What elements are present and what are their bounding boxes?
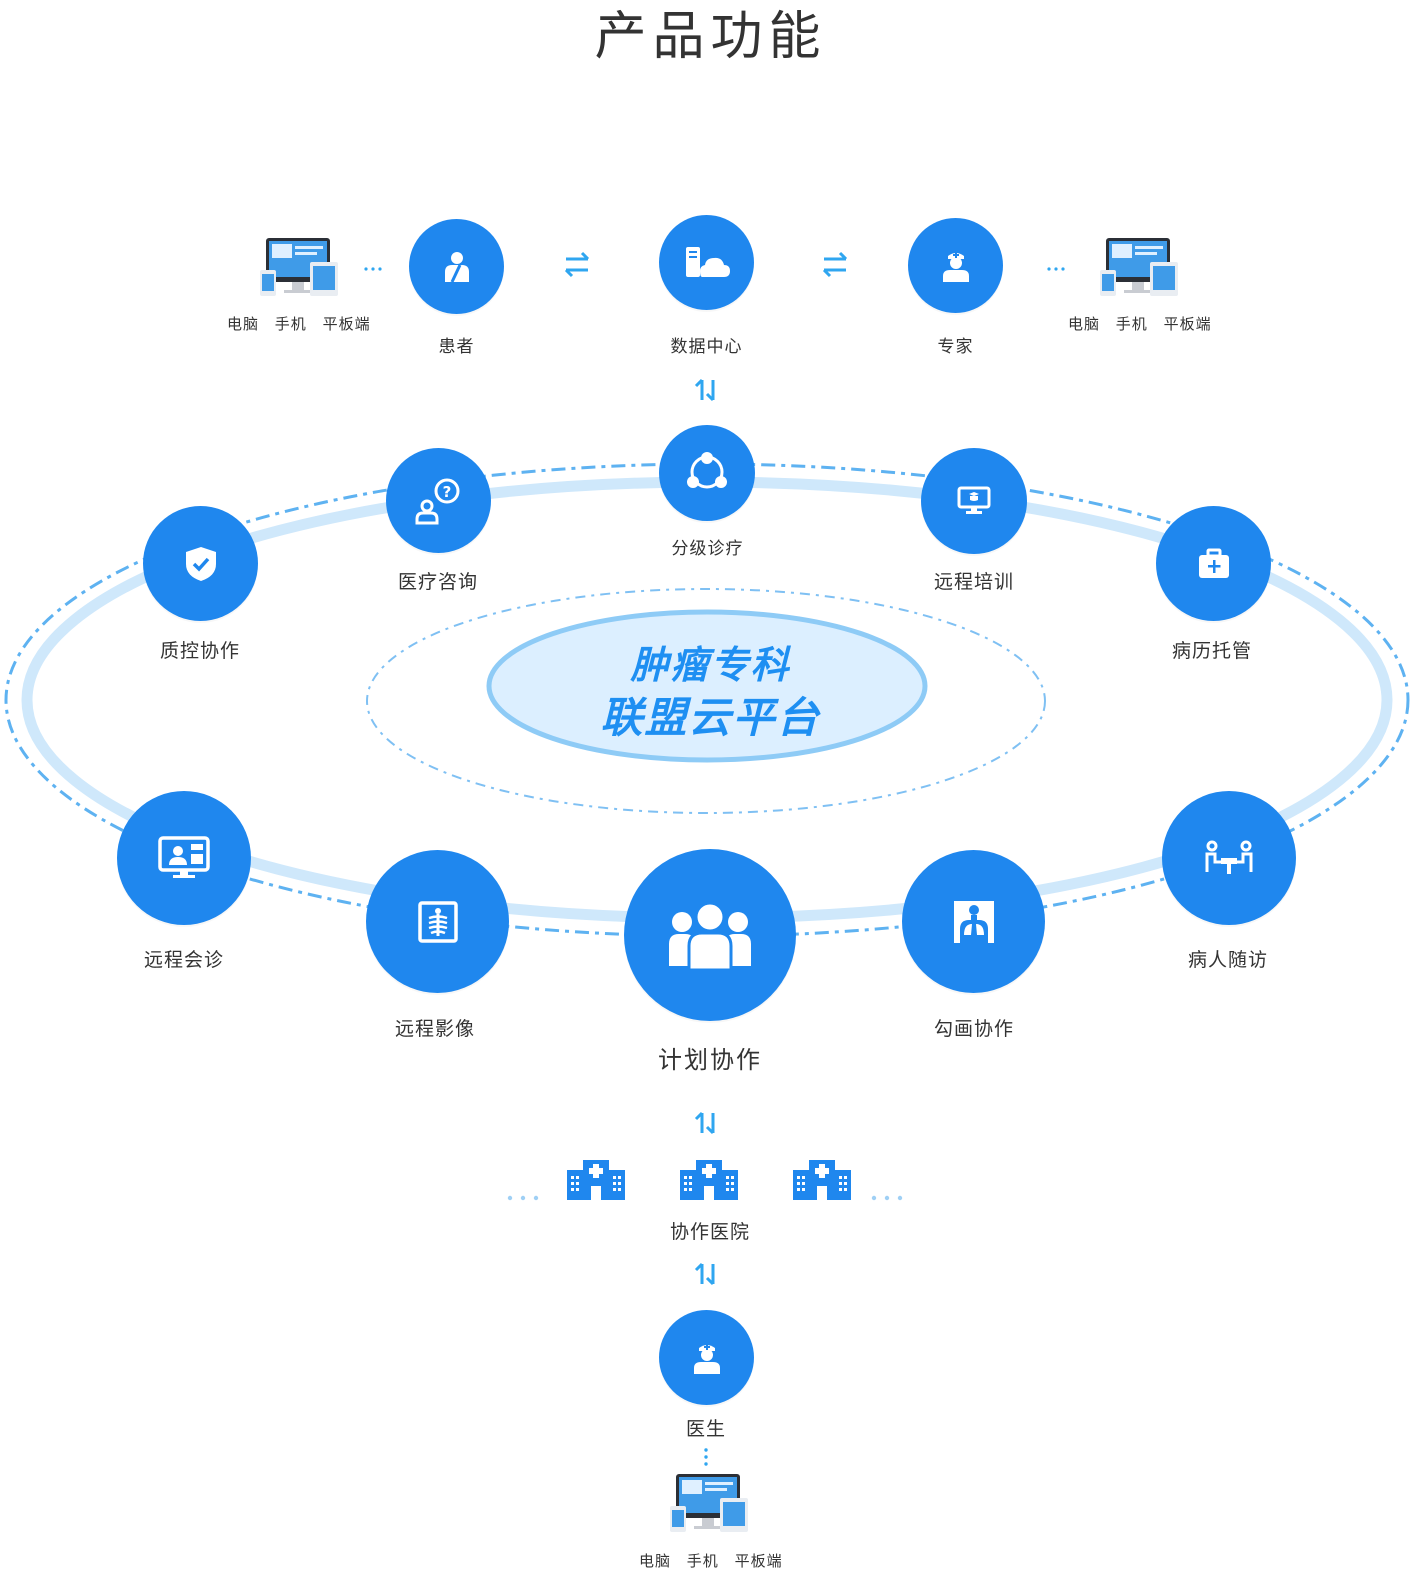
right-device-caption: 电脑 手机 平板端 (1063, 313, 1217, 334)
expert-icon (942, 251, 969, 282)
record-hosting-node[interactable] (1156, 506, 1271, 621)
plan-collab-node[interactable] (624, 849, 796, 1021)
team-users-icon (669, 901, 751, 970)
contouring-node[interactable] (902, 850, 1045, 993)
doctor-device-caption: 电脑 手机 平板端 (634, 1550, 788, 1571)
center-ellipse (486, 609, 928, 763)
devices-illustration-left (260, 238, 338, 296)
patient-node[interactable] (409, 219, 504, 314)
page-title: 产品功能 (594, 7, 827, 67)
data-center-label: 数据中心 (670, 337, 743, 357)
left-device-caption: 电脑 手机 平板端 (222, 313, 376, 334)
hospital-icon (567, 1160, 625, 1200)
remote-imaging-label: 远程影像 (394, 1018, 475, 1040)
remote-training-label: 远程培训 (933, 571, 1014, 593)
record-hosting-label: 病历托管 (1171, 640, 1252, 662)
exchange-arrow-left (564, 251, 590, 278)
contouring-label: 勾画协作 (933, 1018, 1014, 1040)
remote-training-node[interactable] (921, 448, 1027, 554)
device-label: 电脑 (639, 1552, 672, 1570)
expert-label: 专家 (937, 337, 974, 357)
patient-followup-node[interactable] (1162, 791, 1296, 925)
remote-consultation-label: 远程会诊 (143, 949, 224, 971)
shield-check-icon (185, 546, 216, 581)
device-label: 手机 (686, 1552, 719, 1570)
device-label: 平板端 (322, 315, 371, 333)
exchange-arrow-right (822, 251, 848, 278)
center-title-line1: 肿瘤专科 (630, 643, 791, 687)
video-consult-icon (158, 836, 210, 878)
xray-film-icon (417, 900, 458, 943)
remote-imaging-node[interactable] (366, 850, 509, 993)
training-monitor-icon (957, 486, 991, 514)
exchange-arrow-v2 (694, 1111, 715, 1135)
ellipsis-dots (364, 267, 1065, 1466)
svg-text:?: ? (442, 483, 451, 501)
remote-consultation-node[interactable] (117, 791, 251, 925)
device-label: 平板端 (1163, 315, 1212, 333)
share-network-icon (687, 452, 727, 489)
exchange-arrow-v3 (694, 1262, 715, 1286)
devices-illustration-right (1100, 238, 1178, 296)
patient-icon (444, 251, 469, 283)
tiered-treatment-label: 分级诊疗 (671, 539, 744, 559)
hospitals-label: 协作医院 (669, 1221, 750, 1243)
device-label: 电脑 (227, 315, 260, 333)
medical-consult-label: 医疗咨询 (397, 571, 478, 593)
tiered-treatment-node[interactable] (659, 425, 755, 521)
device-label: 电脑 (1068, 315, 1101, 333)
doctor-node[interactable] (659, 1310, 754, 1405)
medical-kit-icon (1198, 548, 1229, 578)
hospital-icon (793, 1160, 851, 1200)
patient-label: 患者 (438, 337, 475, 357)
expert-node[interactable] (908, 218, 1003, 313)
quality-control-label: 质控协作 (159, 640, 240, 662)
exchange-arrow-v1 (694, 378, 715, 402)
device-label: 手机 (274, 315, 307, 333)
lung-scan-icon (953, 900, 994, 943)
doctor-label: 医生 (685, 1418, 726, 1440)
device-label: 平板端 (734, 1552, 783, 1570)
data-center-icon (685, 246, 730, 277)
quality-control-node[interactable] (143, 506, 258, 621)
patient-followup-label: 病人随访 (1187, 949, 1268, 971)
center-title-line2: 联盟云平台 (600, 693, 821, 742)
consult-question-icon: ? (415, 478, 459, 524)
data-center-node[interactable] (659, 215, 754, 310)
devices-illustration-bottom (670, 1474, 748, 1532)
hospital-icon (680, 1160, 738, 1200)
doctor-icon (693, 1343, 720, 1374)
meeting-followup-icon (1205, 840, 1253, 874)
medical-consult-node[interactable]: ? (386, 448, 491, 553)
device-label: 手机 (1115, 315, 1148, 333)
inner-dashed-ellipse (366, 588, 1046, 814)
plan-collab-label: 计划协作 (658, 1046, 762, 1074)
